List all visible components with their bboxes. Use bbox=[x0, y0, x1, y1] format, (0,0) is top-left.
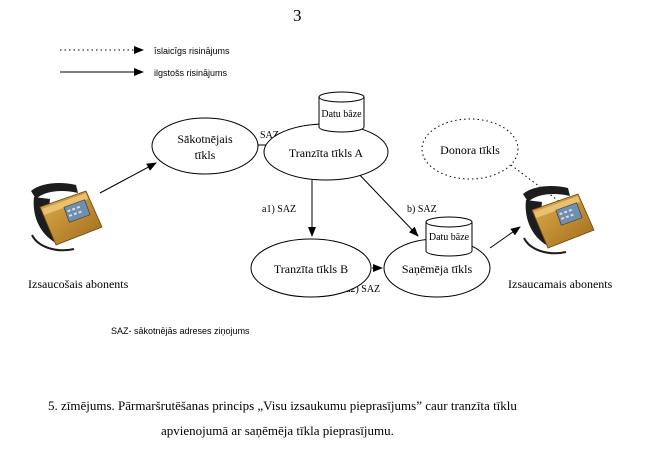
edges bbox=[99, 141, 561, 272]
originating-network-label-line2: tīkls bbox=[195, 148, 216, 162]
legend-solid-label: ilgstošs risinājums bbox=[154, 68, 228, 78]
edge-label-a1: a1) SAZ bbox=[262, 204, 296, 215]
edge-recipient-to-called bbox=[489, 226, 521, 249]
database-recipient-label: Datu bāze bbox=[429, 232, 470, 243]
edge-caller-to-originating bbox=[99, 162, 157, 194]
transit-b-label: Tranzīta tīkls B bbox=[274, 262, 348, 276]
database-recipient: Datu bāze bbox=[425, 216, 473, 257]
edge-label-b: b) SAZ bbox=[407, 204, 437, 215]
figure-caption-line2: apvienojumā ar saņēmēja tīkla pieprasīju… bbox=[161, 423, 394, 438]
edge-donor-to-called bbox=[510, 164, 561, 203]
figure-caption-line1: 5. zīmējums. Pārmaršrutēšanas princips „… bbox=[48, 398, 517, 413]
node-originating-network: Sākotnējais tīkls bbox=[151, 117, 259, 175]
footnote-saz: SAZ- sākotnējās adreses ziņojums bbox=[111, 326, 250, 336]
originating-network-label-line1: Sākotnējais bbox=[177, 132, 233, 146]
page-number: 3 bbox=[293, 6, 302, 25]
transit-a-label: Tranzīta tīkls A bbox=[289, 146, 364, 160]
node-donor-network: Donora tīkls bbox=[421, 118, 519, 180]
phone-icon-caller bbox=[31, 183, 103, 252]
database-top-label: Datu bāze bbox=[321, 109, 362, 120]
donor-network-label: Donora tīkls bbox=[440, 143, 500, 157]
legend: īslaicīgs risinājums ilgstošs risinājums bbox=[60, 46, 230, 78]
legend-dotted-label: īslaicīgs risinājums bbox=[154, 46, 230, 56]
node-transit-a: Tranzīta tīkls A bbox=[263, 123, 389, 181]
database-top: Datu bāze bbox=[318, 91, 365, 133]
edge-label-saz: SAZ bbox=[260, 130, 279, 141]
recipient-network-label: Saņēmēja tīkls bbox=[402, 262, 473, 276]
edge-transit-a-to-recipient bbox=[354, 169, 419, 237]
node-transit-b: Tranzīta tīkls B bbox=[250, 238, 372, 298]
phone-icon-called bbox=[523, 186, 595, 255]
called-subscriber-label: Izsaucamais abonents bbox=[508, 277, 613, 291]
calling-subscriber-label: Izsaucošais abonents bbox=[28, 277, 129, 291]
edge-label-a2: a2) SAZ bbox=[346, 284, 380, 295]
